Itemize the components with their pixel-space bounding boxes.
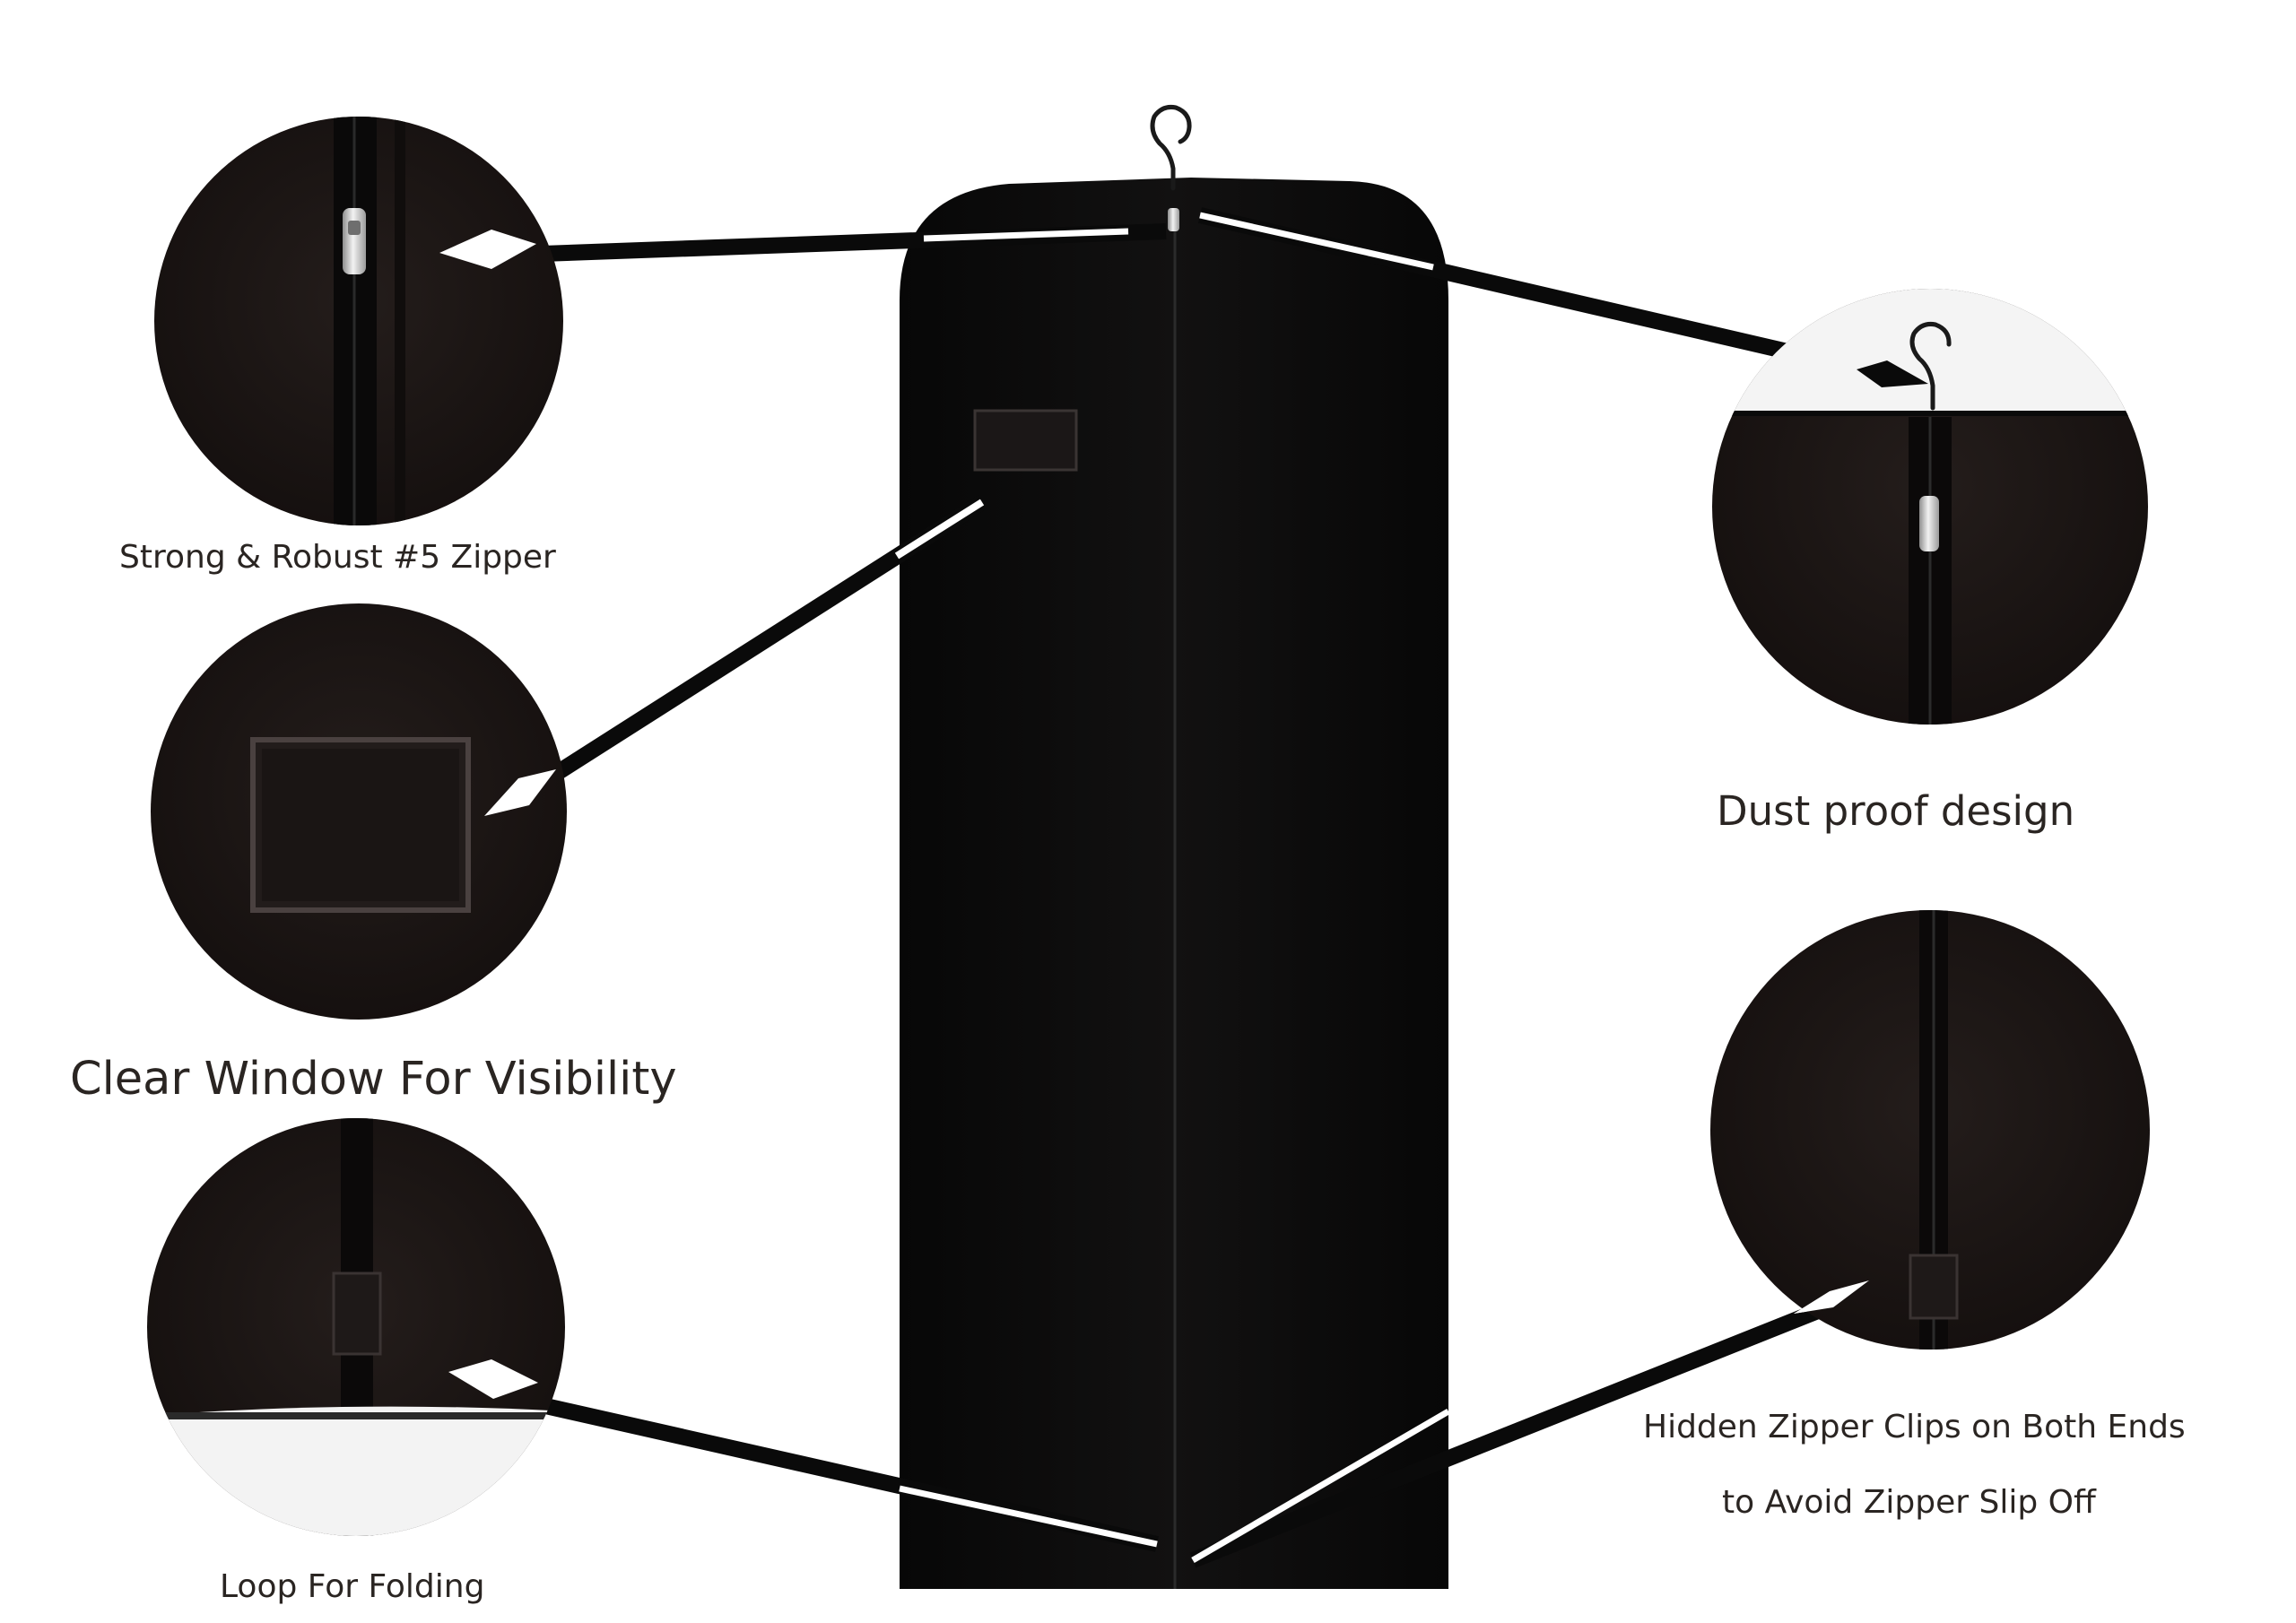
detail-circle-dust — [1712, 289, 2148, 725]
garment-bag — [900, 105, 1448, 1589]
caption-loop: Loop For Folding — [220, 1568, 485, 1605]
zipper-pull-icon — [343, 208, 366, 274]
zipper-pull-icon — [1168, 208, 1179, 231]
callout-accent-loop — [899, 1485, 1158, 1548]
callout-accent-dust — [1199, 212, 1434, 271]
detail-circle-loop — [147, 1118, 565, 1536]
detail-circle-window — [151, 603, 567, 1020]
callout-line-clips — [1189, 1301, 1826, 1568]
caption-clips-line-1: Hidden Zipper Clips on Both Ends — [1643, 1409, 2186, 1445]
caption-dust-proof: Dust proof design — [1717, 787, 2075, 835]
hanger-icon — [1150, 105, 1192, 191]
detail-circle-clips — [1710, 910, 2150, 1350]
caption-clips-line-2: to Avoid Zipper Slip Off — [1722, 1484, 2096, 1521]
caption-window: Clear Window For Visibility — [70, 1053, 677, 1106]
callout-accent-zipper — [923, 228, 1129, 242]
caption-zipper: Strong & Robust #5 Zipper — [119, 539, 556, 576]
detail-circle-zipper — [154, 117, 563, 525]
zipper-pull-icon — [1919, 496, 1939, 551]
callout-accent-clips — [1191, 1408, 1450, 1564]
hanger-icon — [1909, 322, 1952, 411]
callout-accent-window — [894, 499, 985, 560]
bag-id-window — [973, 409, 1078, 472]
